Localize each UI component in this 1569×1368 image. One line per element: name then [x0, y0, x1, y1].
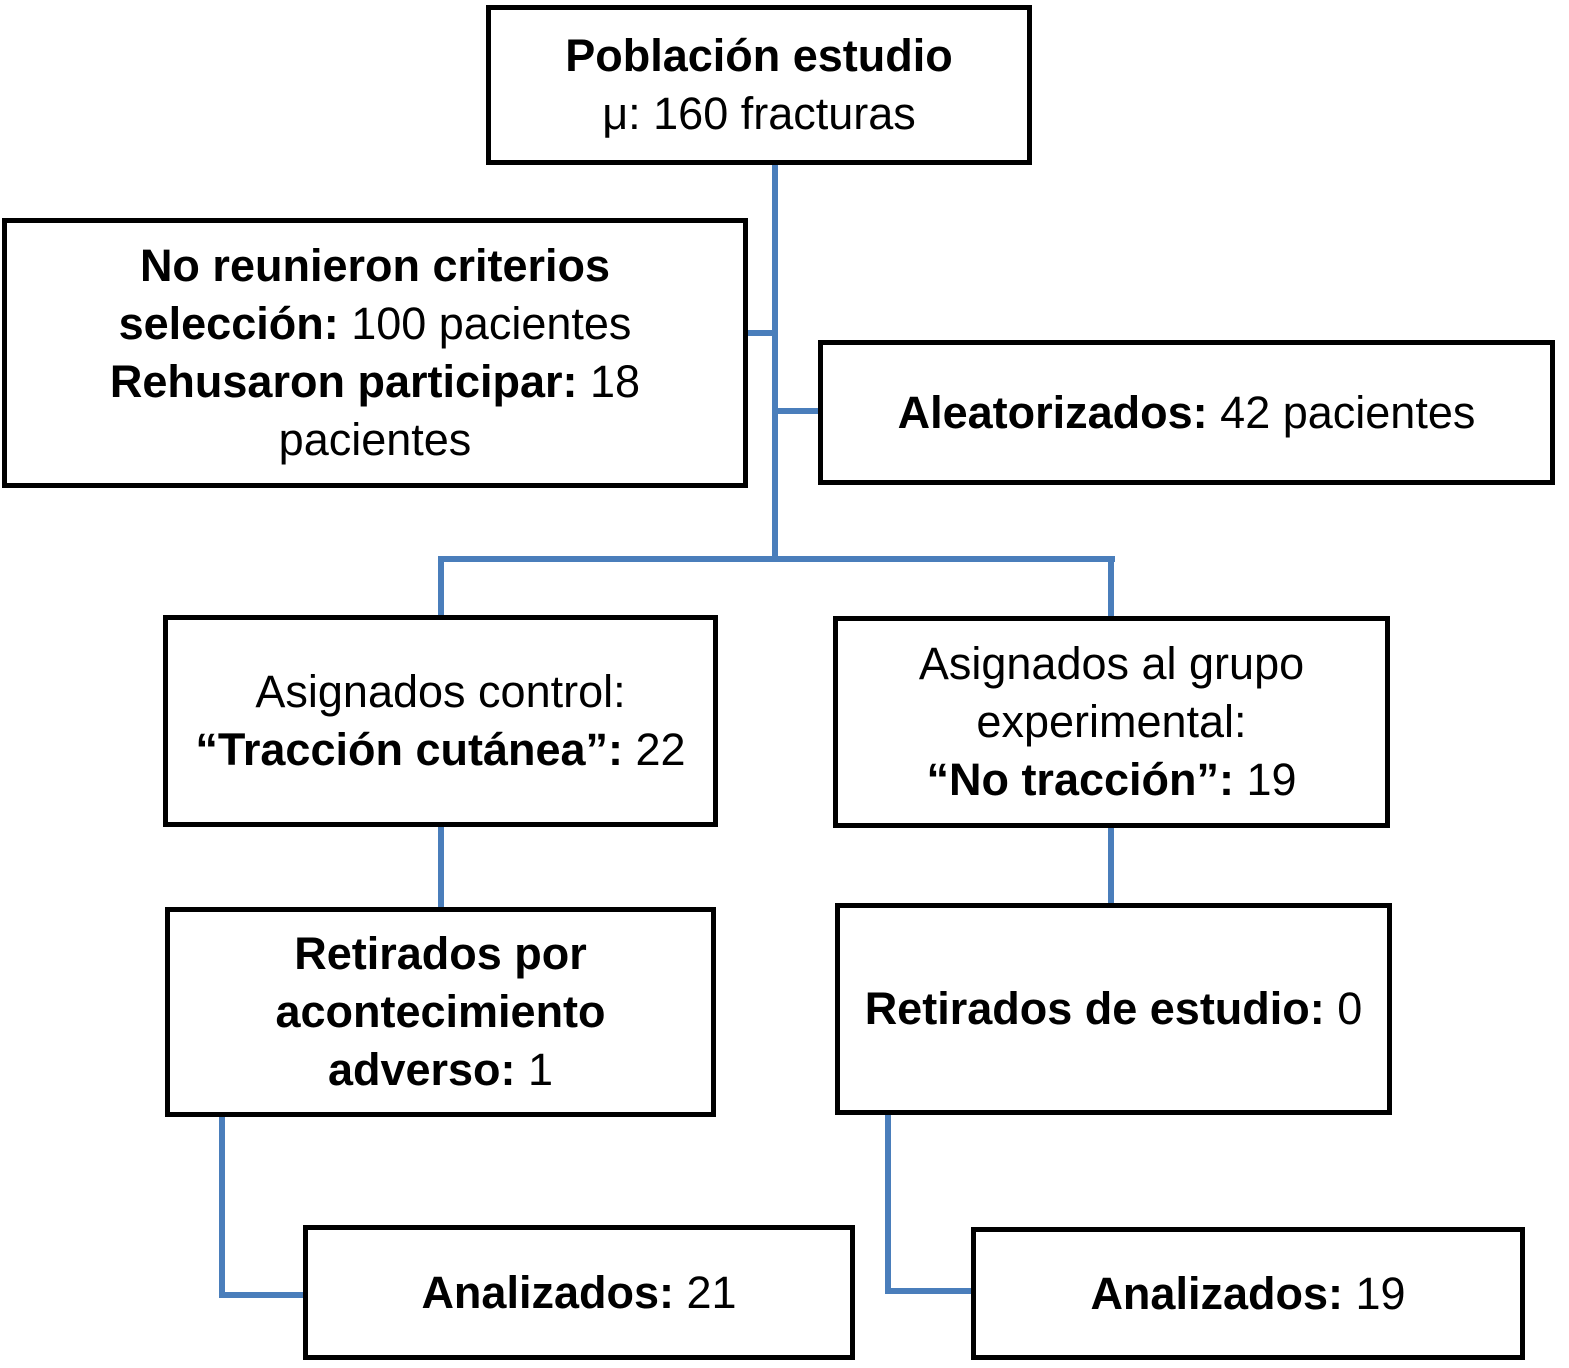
box-experimental-line-0-regular: Asignados al grupo [918, 638, 1305, 689]
box-analyzed-experimental-line-0-bold: Analizados: [1090, 1267, 1343, 1319]
box-excluded-line-2-bold: Rehusaron participar: [109, 356, 578, 407]
box-excluded: No reunieron criterios selección: 100 pa… [2, 218, 748, 488]
box-withdrawn-study-line-0-regular: 0 [1324, 983, 1363, 1034]
box-randomized-line-0-regular: 42 pacientes [1207, 386, 1476, 438]
box-excluded-line-1: selección: 100 pacientes [119, 295, 632, 353]
box-population-line-0: Población estudio [565, 27, 953, 85]
box-control-line-1-regular: 22 [623, 724, 686, 775]
box-randomized-line-0: Aleatorizados: 42 pacientes [898, 384, 1476, 442]
box-analyzed-control-line-0: Analizados: 21 [421, 1264, 736, 1322]
box-excluded-line-2-regular: 18 [577, 356, 641, 407]
connector-study-elbow [885, 1288, 977, 1294]
box-excluded-line-3: pacientes [279, 411, 472, 469]
box-experimental-line-1: experimental: [976, 693, 1246, 751]
box-analyzed-experimental-line-0: Analizados: 19 [1090, 1265, 1405, 1323]
box-experimental-line-2-regular: 19 [1233, 754, 1297, 805]
box-withdrawn-adverse-line-2-bold: adverso: [327, 1044, 516, 1095]
box-experimental-line-0: Asignados al grupo [919, 635, 1304, 693]
box-control-line-0: Asignados control: [255, 663, 625, 721]
box-experimental-line-2: “No tracción”: 19 [926, 751, 1296, 809]
box-excluded-line-2: Rehusaron participar: 18 [110, 353, 640, 411]
box-withdrawn-study: Retirados de estudio: 0 [835, 903, 1392, 1115]
connector-study-drop [885, 1112, 891, 1294]
box-withdrawn-adverse: Retirados por acontecimiento adverso: 1 [165, 907, 716, 1117]
box-experimental-line-1-regular: experimental: [976, 696, 1247, 747]
box-excluded-line-0-bold: No reunieron criterios [139, 240, 611, 291]
box-analyzed-control-line-0-regular: 21 [673, 1266, 737, 1318]
connector-adverse-drop [219, 1114, 225, 1298]
connector-trunk-vertical [772, 165, 778, 562]
box-withdrawn-adverse-line-2: adverso: 1 [328, 1041, 553, 1099]
box-randomized-line-0-bold: Aleatorizados: [897, 386, 1208, 438]
box-withdrawn-study-line-0: Retirados de estudio: 0 [865, 980, 1363, 1038]
box-withdrawn-adverse-line-0-bold: Retirados por [294, 928, 587, 979]
connector-control-to-withdrawn [438, 825, 444, 907]
box-withdrawn-adverse-line-1: acontecimiento [275, 983, 605, 1041]
connector-experimental-to-withdrawn [1108, 826, 1114, 903]
box-randomized: Aleatorizados: 42 pacientes [818, 340, 1555, 485]
box-population-line-0-bold: Población estudio [565, 30, 953, 81]
box-experimental-line-2-bold: “No tracción”: [926, 754, 1234, 805]
box-experimental-group: Asignados al grupo experimental: “No tra… [833, 616, 1390, 828]
box-control-line-1: “Tracción cutánea”: 22 [195, 721, 685, 779]
box-population-line-1-regular: μ: 160 fracturas [602, 88, 916, 139]
connector-branch-left-drop [438, 556, 444, 615]
box-withdrawn-adverse-line-0: Retirados por [294, 925, 587, 983]
connector-randomized-stub [778, 408, 818, 414]
box-population-line-1: μ: 160 fracturas [602, 85, 916, 143]
box-withdrawn-study-line-0-bold: Retirados de estudio: [864, 983, 1325, 1034]
box-population: Población estudio μ: 160 fracturas [486, 5, 1032, 165]
connector-branch-right-drop [1108, 556, 1114, 616]
box-excluded-line-3-regular: pacientes [278, 414, 472, 465]
box-analyzed-control-line-0-bold: Analizados: [421, 1266, 674, 1318]
box-control-group: Asignados control: “Tracción cutánea”: 2… [163, 615, 718, 827]
connector-excluded-stub [746, 330, 772, 336]
box-withdrawn-adverse-line-2-regular: 1 [515, 1044, 554, 1095]
box-withdrawn-adverse-line-1-bold: acontecimiento [275, 986, 606, 1037]
connector-adverse-elbow [219, 1292, 309, 1298]
box-excluded-line-0: No reunieron criterios [140, 237, 610, 295]
box-analyzed-experimental: Analizados: 19 [971, 1227, 1525, 1360]
box-control-line-0-regular: Asignados control: [255, 666, 626, 717]
box-control-line-1-bold: “Tracción cutánea”: [195, 724, 624, 775]
box-analyzed-experimental-line-0-regular: 19 [1342, 1267, 1406, 1319]
box-analyzed-control: Analizados: 21 [303, 1225, 855, 1360]
box-excluded-line-1-regular: 100 pacientes [338, 298, 632, 349]
connector-branch-horizontal [438, 556, 1115, 562]
box-excluded-line-1-bold: selección: [118, 298, 339, 349]
